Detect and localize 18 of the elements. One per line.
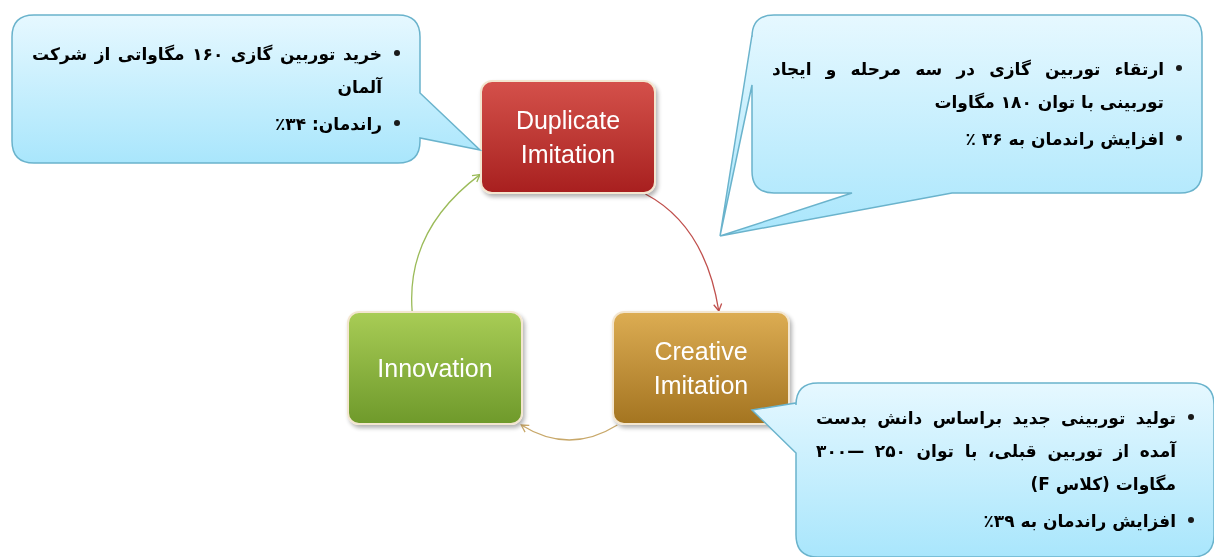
stage-label: Duplicate Imitation — [514, 105, 622, 170]
bullet-text: افزایش راندمان به ۳۹٪ — [983, 510, 1176, 534]
speech-callout — [720, 15, 1202, 236]
bullet-text: تولید توربینی جدید براساس دانش بدست آمده از توربین قبلی، با توان ۲۵۰ —۳۰۰ مگاوات (کلاس F) — [816, 407, 1176, 496]
curved-arrow — [644, 193, 723, 312]
curved-arrow — [411, 173, 481, 312]
bullet-text: خرید توربین گازی ۱۶۰ مگاواتی از شرکت آلمان — [32, 42, 382, 99]
speech-callout — [752, 383, 1214, 557]
bullet-text: راندمان: ۳۴٪ — [274, 112, 382, 136]
stage-label: Creative Imitation — [652, 336, 750, 401]
stage-box — [612, 311, 790, 425]
speech-callout — [12, 15, 480, 163]
stage-label: Innovation — [377, 353, 493, 384]
bullet-text: ارتقاء توربین گازی در سه مرحله و ایجاد توربینی با توان ۱۸۰ مگاوات — [772, 57, 1164, 114]
stage-box — [347, 311, 523, 425]
bullet-text: افزایش راندمان به ۳۶ ٪ — [965, 127, 1164, 152]
stage-box — [480, 80, 656, 194]
curved-arrow — [520, 424, 618, 441]
